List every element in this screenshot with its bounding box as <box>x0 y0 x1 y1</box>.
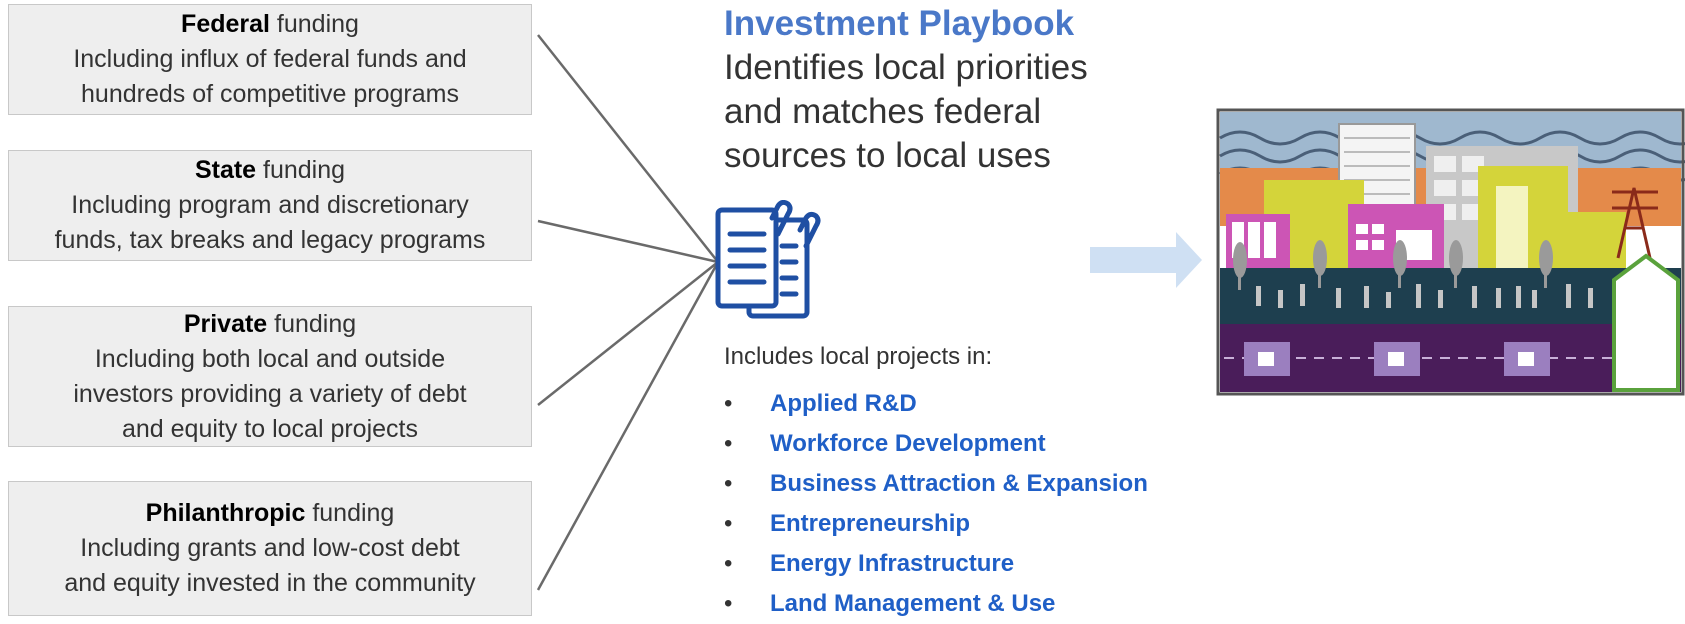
includes-label: Includes local projects in: <box>724 343 993 370</box>
funding-desc: Including program and discretionary <box>71 191 469 219</box>
state-funding-box: State funding Including program and disc… <box>8 150 532 261</box>
funding-name: Philanthropic <box>145 499 306 527</box>
list-item: • Workforce Development <box>724 424 1148 464</box>
project-label: Workforce Development <box>770 430 1046 457</box>
playbook-desc-line: sources to local uses <box>724 136 1051 175</box>
playbook-desc-line: and matches federal <box>724 92 1042 131</box>
project-label: Entrepreneurship <box>770 510 971 537</box>
funding-suffix: funding <box>256 156 346 184</box>
funding-desc: investors providing a variety of debt <box>73 379 467 408</box>
funding-desc: Including both local and outside <box>94 344 446 373</box>
project-label: Applied R&D <box>770 390 917 417</box>
list-item: • Entrepreneurship <box>724 504 1148 544</box>
funding-suffix: funding <box>267 309 357 338</box>
philanthropic-funding-box: Philanthropic funding Including grants a… <box>8 481 532 616</box>
project-label: Land Management & Use <box>770 590 1056 617</box>
city-street-illustration <box>1216 108 1685 396</box>
funding-desc: funds, tax breaks and legacy programs <box>54 226 486 254</box>
connector-private <box>537 261 719 406</box>
bullet: • <box>724 590 733 617</box>
bullet: • <box>724 550 733 577</box>
funding-name: Private <box>183 309 268 338</box>
funding-name: Federal <box>181 10 270 38</box>
bullet: • <box>724 470 733 497</box>
funding-desc: hundreds of competitive programs <box>81 80 459 108</box>
playbook-title: Investment Playbook <box>724 4 1075 43</box>
connector-philanthropic <box>536 261 720 591</box>
project-list: • Applied R&D • Workforce Development • Bus… <box>724 384 1148 624</box>
funding-desc: and equity invested in the community <box>64 569 476 597</box>
playbook-desc-line: Identifies local priorities <box>724 48 1088 87</box>
funding-desc: Including influx of federal funds and <box>73 45 467 73</box>
document-stack-icon <box>715 200 821 319</box>
right-arrow-icon <box>1090 232 1202 288</box>
connector-state <box>537 219 719 264</box>
bullet: • <box>724 390 733 417</box>
playbook-description: Identifies local priorities and matches … <box>724 46 1154 178</box>
funding-name: State <box>194 156 257 184</box>
list-item: • Energy Infrastructure <box>724 544 1148 584</box>
federal-funding-box: Federal funding Including influx of fede… <box>8 4 532 115</box>
funding-suffix: funding <box>269 10 359 38</box>
list-item: • Land Management & Use <box>724 584 1148 624</box>
connector-federal <box>537 34 719 263</box>
funding-desc: and equity to local projects <box>121 414 418 443</box>
list-item: • Business Attraction & Expansion <box>724 464 1148 504</box>
bullet: • <box>724 430 733 457</box>
funding-desc: Including grants and low-cost debt <box>80 534 460 562</box>
bullet: • <box>724 510 733 537</box>
funding-suffix: funding <box>305 499 395 527</box>
private-funding-box: Private funding Including both local and… <box>8 306 532 447</box>
project-label: Business Attraction & Expansion <box>770 470 1148 497</box>
project-label: Energy Infrastructure <box>770 550 1015 577</box>
list-item: • Applied R&D <box>724 384 1148 424</box>
